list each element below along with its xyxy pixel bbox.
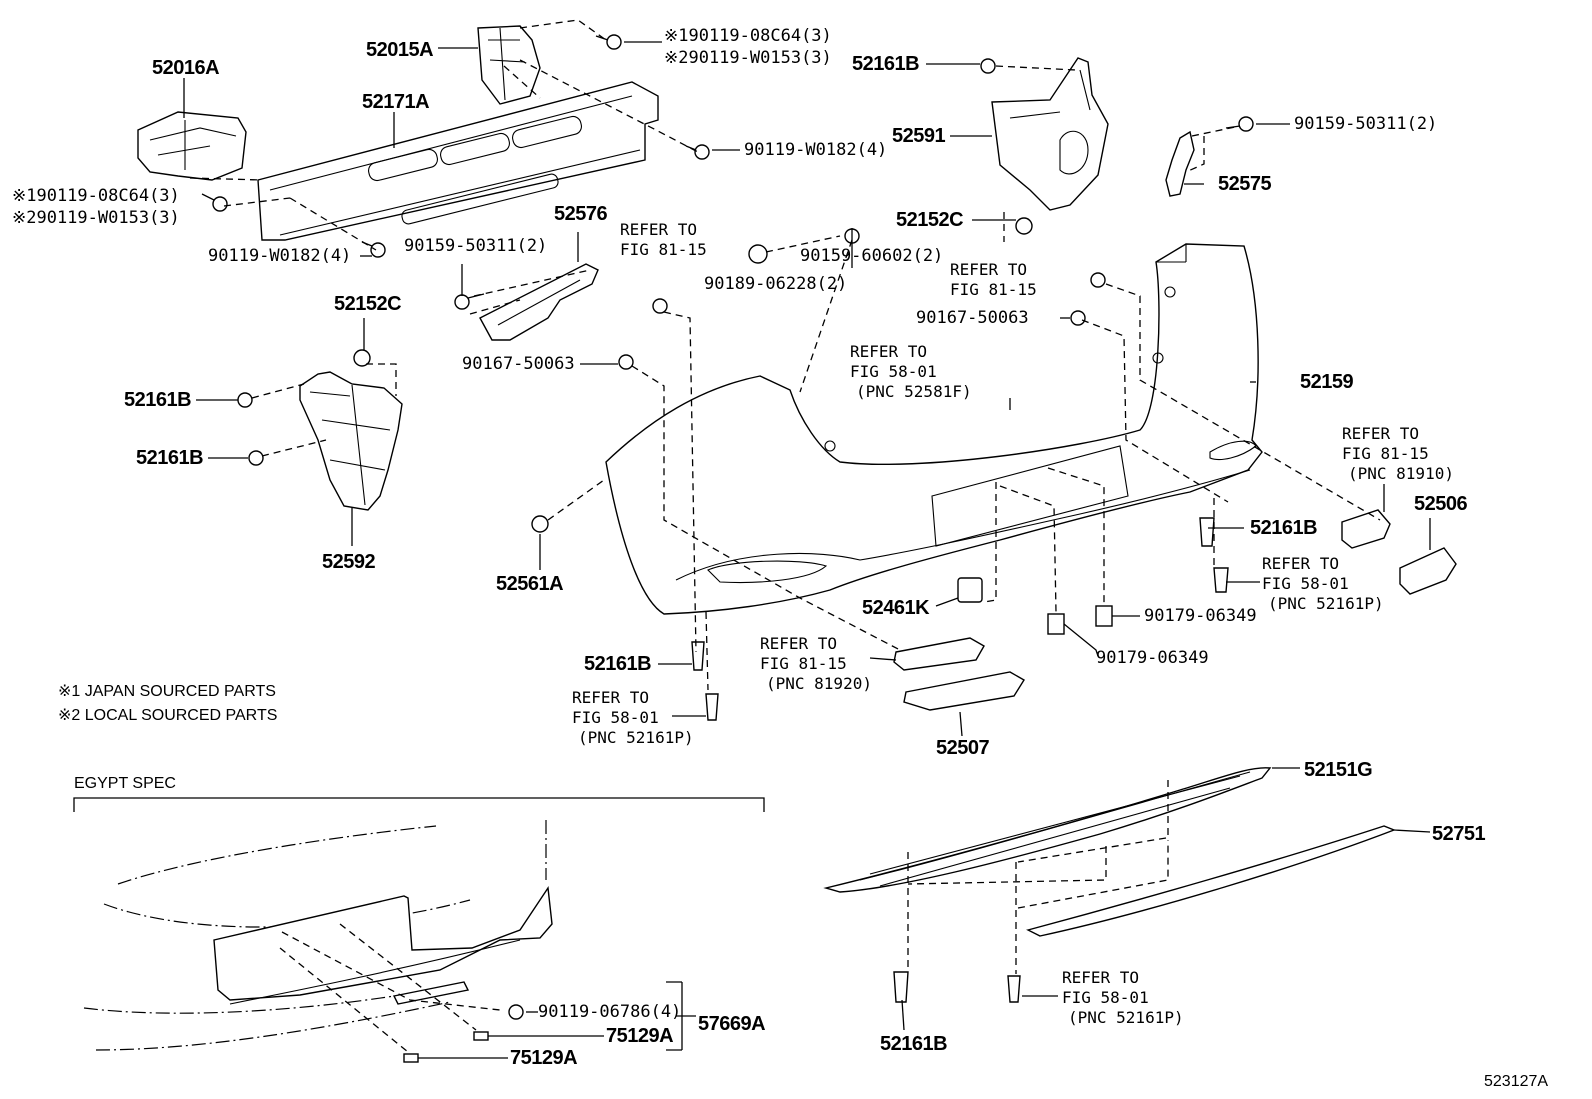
bracket-52015A	[477, 25, 541, 105]
ref-line: FIG 81-15	[1342, 444, 1429, 463]
fastener-label: 90119-W0182(4)	[208, 246, 352, 266]
figure-id: 523127A	[1484, 1073, 1549, 1090]
ref-line: REFER TO	[572, 688, 650, 707]
ref-line: FIG 58-01	[850, 362, 937, 381]
bracket-52016A	[137, 111, 247, 181]
fastener-label: 90119-W0182(4)	[744, 140, 888, 160]
callout-57669A: 57669A	[698, 1013, 766, 1035]
egypt-spec-title: EGYPT SPEC	[74, 775, 176, 792]
callout-52151G: 52151G	[1304, 759, 1373, 781]
callout-52152C-right: 52152C	[896, 209, 964, 231]
callout-52161B: 52161B	[136, 447, 204, 469]
fastener-label: 90167-50063	[916, 308, 1029, 328]
spacer-52575	[1165, 130, 1195, 197]
egypt-bumper-view	[83, 820, 553, 1063]
callout-52506: 52506	[1414, 493, 1468, 515]
fastener-label: 90119-06786(4)	[538, 1002, 682, 1022]
fastener-label: 90179-06349	[1144, 606, 1257, 626]
fastener-label: ※290119-W0153(3)	[12, 208, 180, 228]
ref-line: REFER TO	[950, 260, 1028, 279]
moulding-52751	[1026, 825, 1396, 937]
fastener-label: 90189-06228(2)	[704, 274, 848, 294]
ref-line: REFER TO	[760, 634, 838, 653]
retainer-52592	[299, 371, 403, 511]
retainer-52591	[991, 57, 1109, 211]
callout-52575: 52575	[1218, 173, 1272, 195]
ref-line: FIG 58-01	[572, 708, 659, 727]
fastener-label: ※190119-08C64(3)	[664, 26, 832, 46]
ref-line: FIG 58-01	[1262, 574, 1349, 593]
nut-90179-a	[1047, 613, 1065, 635]
assembly-lines	[189, 19, 1381, 1053]
ref-line: REFER TO	[1262, 554, 1340, 573]
fastener-symbols	[201, 34, 1254, 1020]
callout-52561A: 52561A	[496, 573, 564, 595]
retainer-52461K	[957, 577, 983, 603]
callout-75129A: 75129A	[606, 1025, 674, 1047]
ref-line: REFER TO	[850, 342, 928, 361]
fastener-label: 90159-50311(2)	[404, 236, 548, 256]
callout-52161B-right: 52161B	[1250, 517, 1318, 539]
callout-52592: 52592	[322, 551, 376, 573]
ref-line: (PNC 52161P)	[1068, 1008, 1184, 1027]
cover-52507	[903, 671, 1025, 711]
fastener-label: ※190119-08C64(3)	[12, 186, 180, 206]
callout-52161B-mid: 52161B	[584, 653, 652, 675]
ref-line: (PNC 81910)	[1348, 464, 1454, 483]
callout-52591: 52591	[892, 125, 946, 147]
reflector-81910	[1341, 509, 1391, 549]
reflector-81920	[893, 637, 985, 671]
callout-52015A: 52015A	[366, 39, 434, 61]
callout-52159: 52159	[1300, 371, 1354, 393]
ref-line: REFER TO	[1062, 968, 1140, 987]
bumper-cover-52159	[605, 243, 1263, 615]
callout-52461K: 52461K	[862, 597, 930, 619]
ref-line: REFER TO	[620, 220, 698, 239]
ref-line: (PNC 52161P)	[1268, 594, 1384, 613]
reinforcement-52171A	[257, 81, 659, 241]
ref-line: FIG 81-15	[620, 240, 707, 259]
leader-lines	[183, 41, 1431, 1059]
ref-line: (PNC 52161P)	[578, 728, 694, 747]
callout-52161B-bottom: 52161B	[880, 1033, 948, 1055]
fastener-label: 90159-60602(2)	[800, 246, 944, 266]
ref-line: FIG 81-15	[950, 280, 1037, 299]
moulding-52151G	[823, 767, 1272, 893]
legend-note-1: ※1 JAPAN SOURCED PARTS	[58, 683, 276, 700]
callout-75129A: 75129A	[510, 1047, 578, 1069]
callout-52161B-top: 52161B	[852, 53, 920, 75]
egypt-spec-bracket-line	[73, 797, 765, 812]
callout-52016A: 52016A	[152, 57, 220, 79]
ref-line: FIG 58-01	[1062, 988, 1149, 1007]
ref-line: FIG 81-15	[760, 654, 847, 673]
fastener-label: 90179-06349	[1096, 648, 1209, 668]
callout-52576: 52576	[554, 203, 608, 225]
fastener-label: 90159-50311(2)	[1294, 114, 1438, 134]
spacer-52576	[479, 263, 599, 341]
ref-line: REFER TO	[1342, 424, 1420, 443]
ref-line: (PNC 52581F)	[856, 382, 972, 401]
ref-line: (PNC 81920)	[766, 674, 872, 693]
fastener-label: ※290119-W0153(3)	[664, 48, 832, 68]
cover-52506	[1399, 547, 1457, 595]
callout-52751: 52751	[1432, 823, 1486, 845]
legend-note-2: ※2 LOCAL SOURCED PARTS	[58, 707, 278, 724]
fastener-label: 90167-50063	[462, 354, 575, 374]
nut-90179-b	[1095, 605, 1113, 627]
callout-52152C-left: 52152C	[334, 293, 402, 315]
callout-52171A: 52171A	[362, 91, 430, 113]
callout-52507: 52507	[936, 737, 990, 759]
callout-52161B: 52161B	[124, 389, 192, 411]
